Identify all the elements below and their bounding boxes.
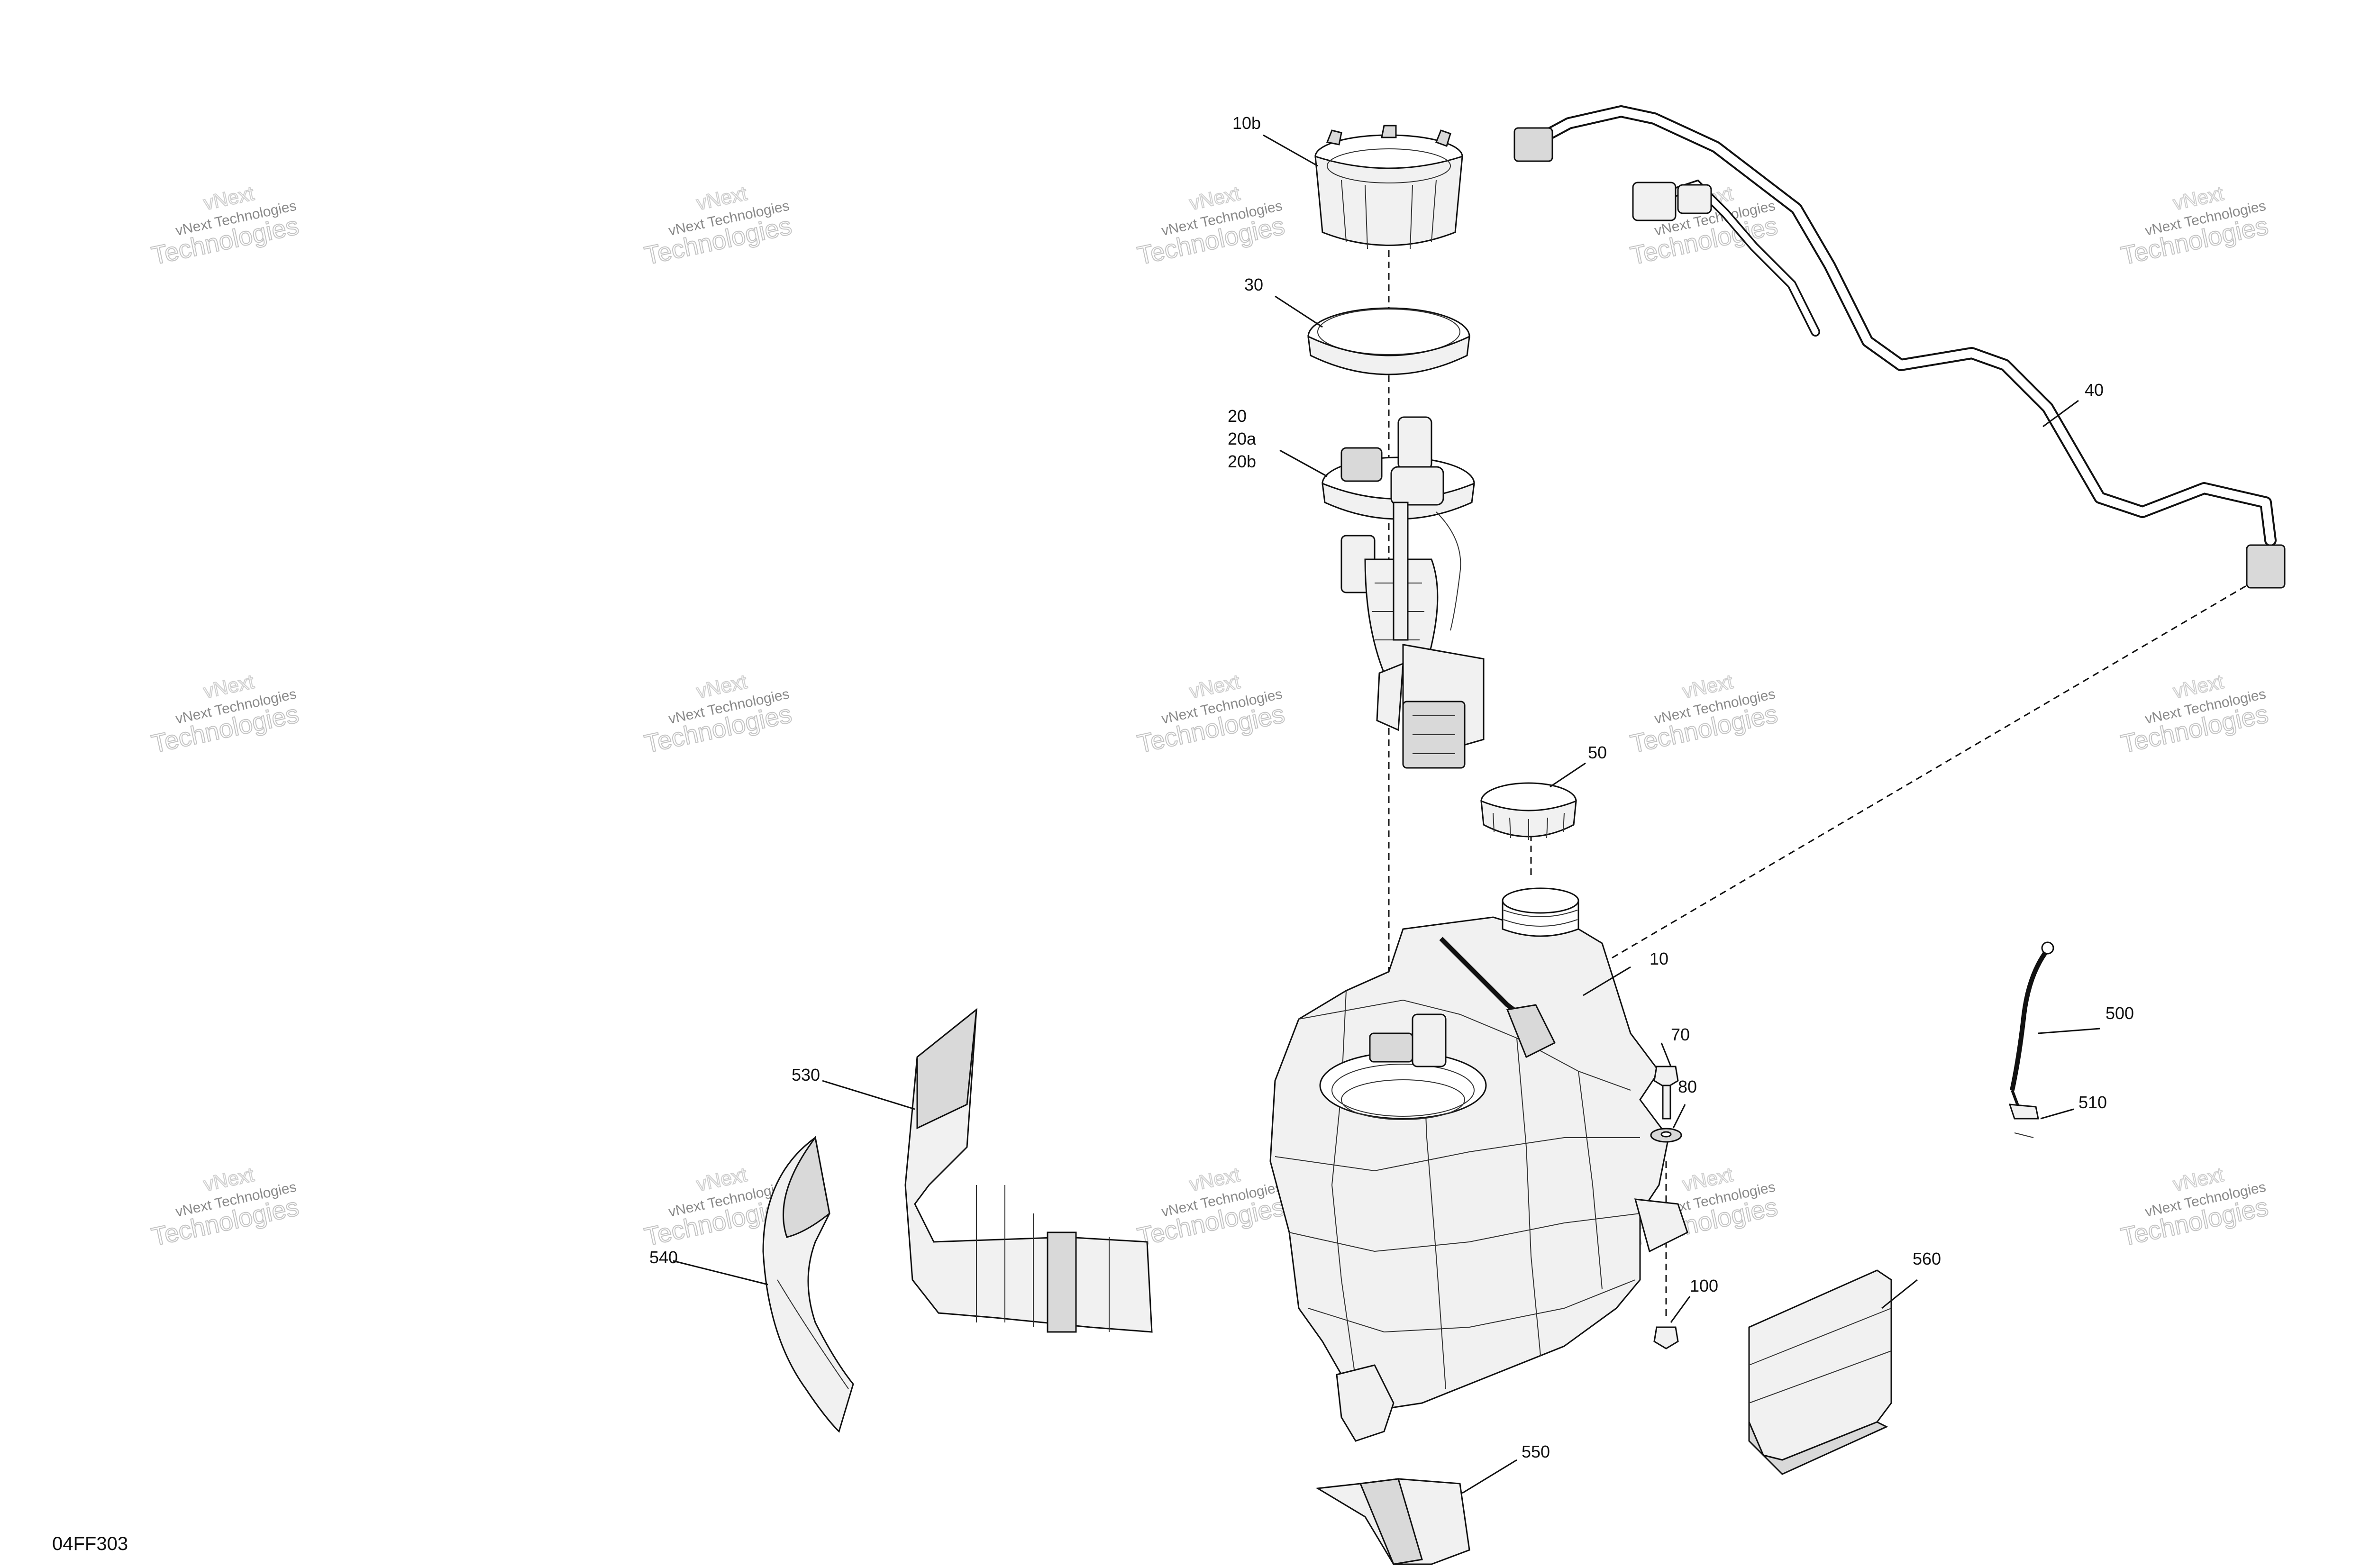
callout-20b: 20b [1228, 452, 1256, 471]
callout-10: 10 [1650, 949, 1668, 968]
nut-100 [1653, 1326, 1679, 1349]
fuel-cap-50 [1480, 782, 1577, 840]
shield-550 [1315, 1478, 1470, 1565]
clip-510 [2008, 1103, 2039, 1138]
callout-510: 510 [2078, 1093, 2107, 1112]
callout-50: 50 [1588, 743, 1607, 762]
callout-30: 30 [1244, 275, 1263, 294]
callout-70: 70 [1671, 1025, 1690, 1044]
callout-10b: 10b [1232, 113, 1261, 133]
callout-530: 530 [792, 1065, 820, 1085]
fuel-pump-module-20 [1322, 416, 1485, 769]
locking-ring-10b [1314, 125, 1463, 249]
callout-540: 540 [649, 1248, 678, 1267]
callout-80: 80 [1678, 1077, 1697, 1096]
screw-70 [1653, 1066, 1679, 1120]
gasket-30 [1307, 307, 1470, 375]
figure-id: 04FF303 [52, 1533, 128, 1554]
shield-540 [762, 1136, 854, 1433]
ground-wire-500 [2010, 941, 2054, 1115]
leader-lines [673, 134, 2100, 1494]
callout-20: 20 [1228, 406, 1247, 426]
heat-shield-530 [904, 1008, 1153, 1333]
callout-500: 500 [2106, 1003, 2134, 1023]
callout-20a: 20a [1228, 429, 1257, 448]
fuel-tank-10 [1269, 887, 1688, 1442]
washer-80 [1650, 1128, 1682, 1143]
callout-labels: 10b 30 20 20a 20b 40 50 10 70 80 100 500… [649, 113, 2134, 1461]
wiring-harness-40 [1513, 105, 2286, 589]
callout-40: 40 [2085, 380, 2104, 400]
callout-550: 550 [1522, 1442, 1550, 1461]
panel-560 [1748, 1269, 1892, 1475]
callout-100: 100 [1690, 1276, 1718, 1295]
callout-560: 560 [1913, 1249, 1941, 1268]
hose-connection-line [1564, 568, 2276, 987]
